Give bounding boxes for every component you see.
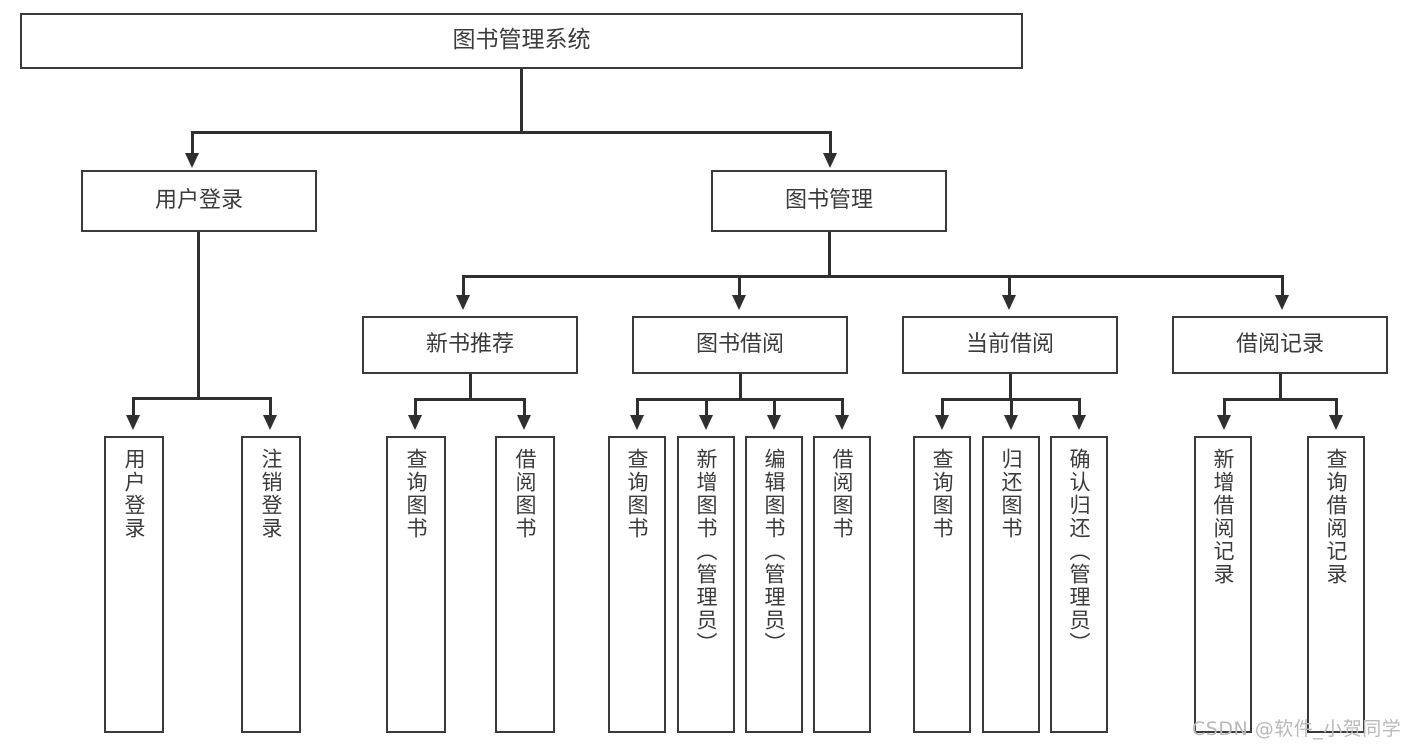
connector-book-borrow-drop-2 [705,398,708,417]
arrow-book-manage-child-3 [1002,295,1016,310]
connector-book-borrow-bus [636,398,844,401]
arrow-book-manage-child-1 [456,295,470,310]
connector-book-manage-bus [462,275,1284,278]
arrow-borrow-record-leaf-2 [1329,415,1343,430]
connector-user-login-bus [132,397,269,400]
leaf-query-book-3[interactable]: 查询图书 [913,436,971,733]
arrow-current-borrow-leaf-3 [1072,415,1086,430]
arrow-book-manage-child-4 [1275,295,1289,310]
arrow-user-login-leaf-1 [126,415,140,430]
leaf-user-login[interactable]: 用户登录 [104,436,164,733]
leaf-user-logout[interactable]: 注销登录 [241,436,301,733]
leaf-borrow-book-2[interactable]: 借阅图书 [813,436,871,733]
connector-book-manage-drop-4 [1281,275,1284,297]
leaf-return-book[interactable]: 归还图书 [982,436,1040,733]
connector-current-borrow-drop-3 [1078,398,1081,417]
connector-root-stem [520,69,523,133]
connector-borrow-record-drop-2 [1335,398,1338,417]
connector-book-manage-drop-3 [1008,275,1011,297]
connector-borrow-record-bus [1223,398,1338,401]
leaf-query-book-2-label: 查询图书 [625,448,650,540]
node-new-book-recommend-label: 新书推荐 [425,332,514,358]
connector-root-to-book-manage [829,131,832,155]
leaf-return-book-label: 归还图书 [999,448,1024,540]
node-book-manage[interactable]: 图书管理 [711,170,947,232]
connector-book-borrow-drop-1 [636,398,639,417]
connector-book-borrow-drop-3 [773,398,776,417]
arrow-book-borrow-leaf-3 [767,415,781,430]
connector-book-borrow-drop-4 [841,398,844,417]
leaf-add-record[interactable]: 新增借阅记录 [1194,436,1252,733]
connector-new-book-drop-1 [414,398,417,417]
connector-current-borrow-drop-1 [941,398,944,417]
node-current-borrow[interactable]: 当前借阅 [902,316,1118,374]
csdn-watermark: CSDN @软件_小贺同学 [1192,718,1402,740]
arrow-new-book-leaf-2 [517,415,531,430]
leaf-edit-book-label: 编辑图书（管理员） [762,448,787,655]
connector-new-book-drop-2 [523,398,526,417]
connector-root-to-user-login [191,131,194,155]
connector-borrow-record-stem [1279,374,1282,400]
leaf-query-record-label: 查询借阅记录 [1324,448,1349,586]
node-root[interactable]: 图书管理系统 [20,13,1023,69]
node-new-book-recommend[interactable]: 新书推荐 [362,316,578,374]
connector-new-book-bus [414,398,526,401]
leaf-user-logout-label: 注销登录 [259,448,284,540]
node-root-label: 图书管理系统 [452,27,591,54]
connector-borrow-record-drop-1 [1223,398,1226,417]
leaf-add-book[interactable]: 新增图书（管理员） [677,436,735,733]
leaf-query-book-2[interactable]: 查询图书 [608,436,666,733]
connector-book-manage-stem [828,232,831,277]
connector-user-login-drop-1 [132,397,135,417]
arrow-user-login-leaf-2 [263,415,277,430]
arrow-book-borrow-leaf-4 [835,415,849,430]
arrow-book-manage-child-2 [732,295,746,310]
node-user-login-label: 用户登录 [154,188,243,214]
leaf-query-book-3-label: 查询图书 [930,448,955,540]
arrow-root-to-user-login [185,153,199,168]
leaf-query-book-1[interactable]: 查询图书 [386,436,446,733]
node-book-borrow[interactable]: 图书借阅 [632,316,848,374]
node-borrow-record-label: 借阅记录 [1235,332,1324,358]
arrow-current-borrow-leaf-1 [935,415,949,430]
arrow-new-book-leaf-1 [408,415,422,430]
arrow-current-borrow-leaf-2 [1004,415,1018,430]
leaf-borrow-book-1[interactable]: 借阅图书 [495,436,555,733]
leaf-query-record[interactable]: 查询借阅记录 [1307,436,1365,733]
connector-current-borrow-stem [1009,374,1012,400]
connector-user-login-drop-2 [269,397,272,417]
leaf-query-book-1-label: 查询图书 [404,448,429,540]
arrow-book-borrow-leaf-1 [630,415,644,430]
leaf-confirm-return[interactable]: 确认归还（管理员） [1050,436,1108,733]
arrow-book-borrow-leaf-2 [699,415,713,430]
connector-user-login-stem [197,232,200,399]
connector-book-borrow-stem [739,374,742,400]
connector-book-manage-drop-1 [462,275,465,297]
leaf-edit-book[interactable]: 编辑图书（管理员） [745,436,803,733]
leaf-borrow-book-2-label: 借阅图书 [830,448,855,540]
leaf-user-login-label: 用户登录 [122,448,147,540]
arrow-root-to-book-manage [823,153,837,168]
connector-book-manage-drop-2 [738,275,741,297]
node-borrow-record[interactable]: 借阅记录 [1172,316,1388,374]
connector-new-book-stem [469,374,472,400]
connector-current-borrow-drop-2 [1010,398,1013,417]
leaf-add-record-label: 新增借阅记录 [1211,448,1236,586]
node-current-borrow-label: 当前借阅 [965,332,1054,358]
leaf-add-book-label: 新增图书（管理员） [694,448,719,655]
leaf-confirm-return-label: 确认归还（管理员） [1067,448,1092,655]
leaf-borrow-book-1-label: 借阅图书 [513,448,538,540]
node-book-borrow-label: 图书借阅 [695,332,784,358]
connector-root-bus [191,131,832,134]
node-user-login[interactable]: 用户登录 [81,170,317,232]
arrow-borrow-record-leaf-1 [1217,415,1231,430]
node-book-manage-label: 图书管理 [784,188,873,214]
